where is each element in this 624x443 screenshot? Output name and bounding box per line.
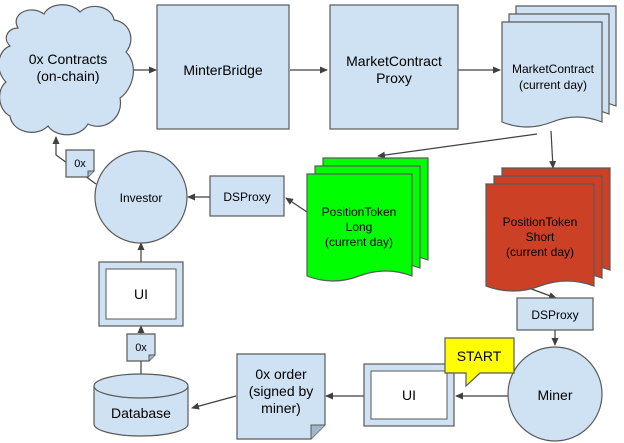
- miner-circle: Miner: [507, 346, 603, 442]
- zero-x-doc-bottom: 0x: [126, 333, 156, 362]
- zero-x-top-label: 0x: [74, 158, 86, 170]
- token-short-label-line1: PositionToken: [503, 215, 578, 229]
- miner-label: Miner: [537, 387, 572, 403]
- edge-long-to-dsproxy-investor: [285, 197, 308, 213]
- ui-investor-window: UI: [98, 261, 184, 327]
- investor-circle: Investor: [94, 150, 188, 244]
- minterbridge-box: MinterBridge: [156, 4, 290, 130]
- dsproxy-miner-label: DSProxy: [531, 308, 578, 322]
- start-callout: START: [444, 337, 515, 388]
- start-label: START: [457, 348, 502, 364]
- token-short-label-line2: Short: [526, 230, 555, 244]
- token-long-label-line2: Long: [346, 220, 373, 234]
- dsproxy-investor-label: DSProxy: [223, 190, 270, 204]
- token-short-label-line3: (current day): [506, 245, 574, 259]
- marketproxy-label-line1: MarketContract: [346, 53, 442, 69]
- order-document: 0x order (signed by miner): [236, 353, 326, 440]
- token-short-stack: PositionToken Short (current day): [485, 167, 611, 292]
- marketcontract-label-line2: (current day): [519, 78, 587, 92]
- minterbridge-label: MinterBridge: [183, 62, 263, 78]
- marketcontract-label-line1: MarketContract: [512, 62, 595, 76]
- contracts-label-line1: 0x Contracts: [29, 51, 108, 67]
- database-label: Database: [111, 405, 171, 421]
- database-cylinder: Database: [93, 373, 189, 437]
- dsproxy-miner-box: DSProxy: [516, 297, 594, 331]
- order-label-line2: (signed by: [249, 383, 314, 399]
- edge-order-to-database: [191, 395, 237, 410]
- ui-miner-window: UI: [363, 363, 455, 427]
- zero-x-doc-top: 0x: [65, 149, 95, 178]
- edge-marketcontract-to-long: [377, 133, 538, 159]
- zero-x-bottom-label: 0x: [135, 342, 147, 354]
- order-label-line1: 0x order: [255, 366, 307, 382]
- order-label-line3: miner): [261, 400, 301, 416]
- token-long-stack: PositionToken Long (current day): [306, 157, 429, 282]
- contracts-cloud: 0x Contracts (on-chain): [0, 4, 135, 136]
- investor-label: Investor: [120, 191, 163, 205]
- marketcontract-stack: MarketContract (current day): [501, 5, 617, 128]
- cloud-shape: [0, 4, 135, 136]
- ui-miner-label: UI: [402, 387, 416, 403]
- token-long-label-line1: PositionToken: [322, 205, 397, 219]
- ui-investor-label: UI: [134, 286, 148, 302]
- marketproxy-label-line2: Proxy: [376, 70, 412, 86]
- edge-marketcontract-to-short: [549, 130, 557, 169]
- dsproxy-investor-box: DSProxy: [209, 175, 285, 217]
- marketproxy-box: MarketContract Proxy: [329, 4, 459, 130]
- token-long-label-line3: (current day): [325, 235, 393, 249]
- contracts-label-line2: (on-chain): [36, 68, 99, 84]
